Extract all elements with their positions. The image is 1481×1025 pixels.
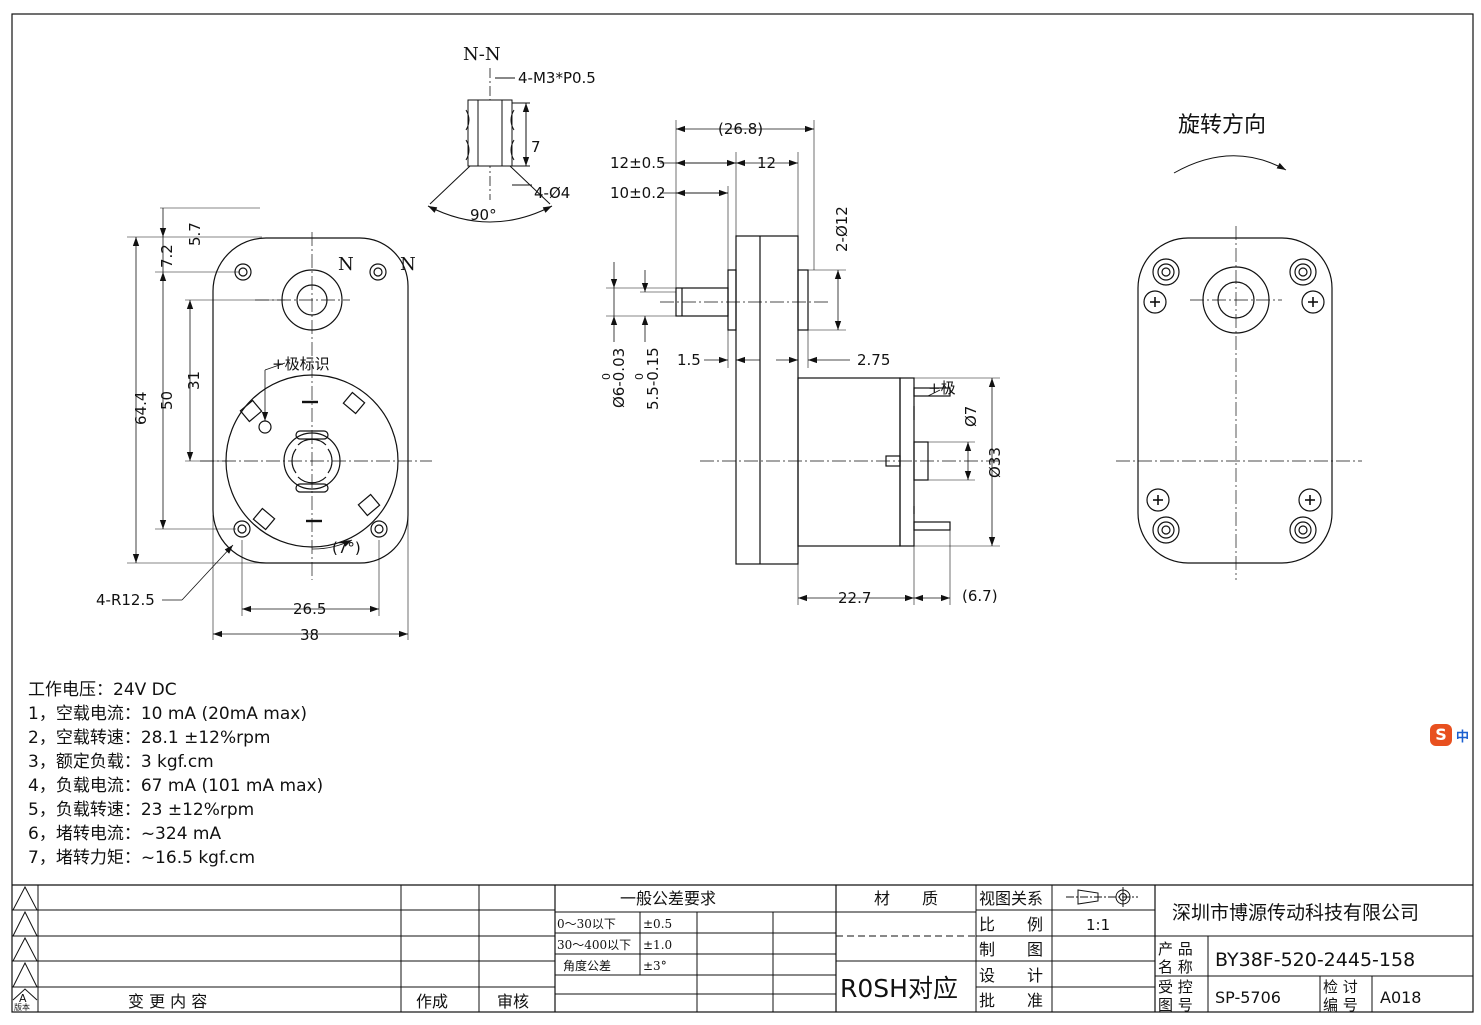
dim-5-5-tol: 5.5-0.15 bbox=[644, 347, 662, 410]
dim-12-tol: 12±0.5 bbox=[610, 154, 666, 172]
rotation-label: 旋转方向 bbox=[1178, 113, 1266, 138]
ime-indicator[interactable]: S 中 bbox=[1430, 724, 1469, 746]
product-name-label-1: 产 品 bbox=[1158, 940, 1193, 958]
spec-noload-current: 1，空载电流：10 mA (20mA max) bbox=[28, 704, 307, 724]
rosh-label: R0SH对应 bbox=[840, 974, 958, 1003]
dim-10-tol: 10±0.2 bbox=[610, 184, 666, 202]
dim-6-zero: 0 bbox=[600, 373, 613, 380]
version-a: A bbox=[19, 992, 27, 1005]
material-header: 材 质 bbox=[874, 889, 938, 908]
drawing-frame bbox=[11, 13, 1474, 1013]
dim-7-small: 7 bbox=[531, 138, 541, 156]
drawing-no-label-1: 受 控 bbox=[1158, 978, 1193, 996]
side-view-dimensions bbox=[606, 120, 1000, 605]
company-name: 深圳市博源传动科技有限公司 bbox=[1172, 902, 1419, 924]
view-label: 视图关系 bbox=[979, 889, 1043, 908]
dim-6-tol: Ø6-0.03 bbox=[610, 348, 628, 408]
rear-view bbox=[1137, 237, 1333, 564]
check-no-label-2: 编 号 bbox=[1323, 996, 1358, 1014]
tol-value-0: ±0.5 bbox=[643, 917, 672, 931]
dim-26-5: 26.5 bbox=[293, 600, 326, 618]
specifications-list: 工作电压：24V DC 1，空载电流：10 mA (20mA max) 2，空载… bbox=[28, 678, 323, 870]
thread-label: 4-M3*P0.5 bbox=[518, 69, 596, 87]
front-view bbox=[212, 237, 409, 564]
r12-5-label: 4-R12.5 bbox=[96, 591, 155, 609]
dim-o33: Ø33 bbox=[986, 447, 1004, 478]
dim-5-5-zero: 0 bbox=[633, 373, 646, 380]
spec-stall-torque: 7，堵转力矩：~16.5 kgf.cm bbox=[28, 848, 256, 868]
title-block-grid bbox=[12, 884, 1473, 1012]
dim-26-8: (26.8) bbox=[718, 120, 763, 138]
ime-language-toggle[interactable]: 中 bbox=[1456, 729, 1470, 745]
drawing-no-value: SP-5706 bbox=[1215, 988, 1281, 1007]
review-header: 审核 bbox=[497, 992, 529, 1011]
plus-mark-label: +极标识 bbox=[272, 355, 330, 373]
design-label: 设 计 bbox=[979, 966, 1043, 985]
product-name-value: BY38F-520-2445-158 bbox=[1215, 949, 1415, 971]
rotation-arrow bbox=[1173, 155, 1287, 174]
dim-22-7: 22.7 bbox=[838, 589, 871, 607]
dim-7-2: 7.2 bbox=[158, 244, 176, 268]
tolerance-title: 一般公差要求 bbox=[620, 889, 716, 908]
check-no-label-1: 检 讨 bbox=[1323, 978, 1358, 996]
spec-voltage: 工作电压：24V DC bbox=[28, 680, 177, 700]
dim-12: 12 bbox=[757, 154, 776, 172]
side-view bbox=[675, 235, 951, 565]
tol-range-1: 30～400以下 bbox=[557, 938, 631, 952]
dim-2-o12: 2-Ø12 bbox=[833, 206, 851, 252]
revision-triangles bbox=[12, 885, 38, 1001]
section-view-nn bbox=[427, 68, 553, 223]
product-name-label-2: 名 称 bbox=[1158, 958, 1193, 976]
dim-31: 31 bbox=[185, 371, 203, 390]
projection-symbol-icon bbox=[1066, 887, 1138, 907]
dim-38: 38 bbox=[300, 626, 319, 644]
drawn-label: 制 图 bbox=[979, 940, 1043, 959]
spec-rated-load: 3，额定负载：3 kgf.cm bbox=[28, 752, 214, 772]
version-label: 版本 bbox=[14, 1002, 30, 1012]
dim-64-4: 64.4 bbox=[132, 392, 150, 425]
rear-view-plus-signs bbox=[1150, 297, 1318, 505]
angle90-label: 90° bbox=[470, 206, 497, 224]
plus-pole-label: +极 bbox=[928, 379, 956, 397]
spec-load-current: 4，负载电流：67 mA (101 mA max) bbox=[28, 776, 324, 796]
tol-value-1: ±1.0 bbox=[643, 938, 672, 952]
n-right-label: N bbox=[400, 254, 416, 275]
hole4-label: 4-Ø4 bbox=[534, 184, 570, 202]
angle7-label: (7°) bbox=[332, 539, 361, 557]
n-left-label: N bbox=[338, 254, 354, 275]
scale-value: 1:1 bbox=[1086, 916, 1110, 934]
spec-noload-speed: 2，空载转速：28.1 ±12%rpm bbox=[28, 728, 271, 748]
section-title: N-N bbox=[463, 44, 501, 65]
tol-range-2: 角度公差 bbox=[563, 958, 611, 973]
front-view-centerlines bbox=[200, 232, 432, 580]
dim-6-7: (6.7) bbox=[962, 587, 998, 605]
side-view-centerlines bbox=[660, 301, 1000, 462]
author-header: 作成 bbox=[416, 992, 448, 1011]
spec-load-speed: 5，负载转速：23 ±12%rpm bbox=[28, 800, 255, 820]
scale-label: 比 例 bbox=[979, 915, 1043, 934]
spec-stall-current: 6，堵转电流：~324 mA bbox=[28, 824, 222, 844]
dim-2-75: 2.75 bbox=[857, 351, 890, 369]
dim-50: 50 bbox=[158, 391, 176, 410]
tol-value-2: ±3° bbox=[643, 959, 667, 973]
front-view-dimensions bbox=[127, 207, 409, 640]
ime-logo-icon[interactable]: S bbox=[1430, 724, 1452, 746]
dim-5-7: 5.7 bbox=[186, 222, 204, 246]
drawing-no-label-2: 图 号 bbox=[1158, 996, 1193, 1014]
tol-range-0: 0～30以下 bbox=[557, 917, 616, 931]
dim-o7: Ø7 bbox=[962, 406, 980, 427]
approve-label: 批 准 bbox=[979, 991, 1043, 1010]
dim-1-5: 1.5 bbox=[677, 351, 701, 369]
rear-view-centerlines bbox=[1116, 226, 1362, 580]
change-content-header: 变 更 内 容 bbox=[128, 992, 207, 1011]
check-no-value: A018 bbox=[1380, 988, 1421, 1007]
